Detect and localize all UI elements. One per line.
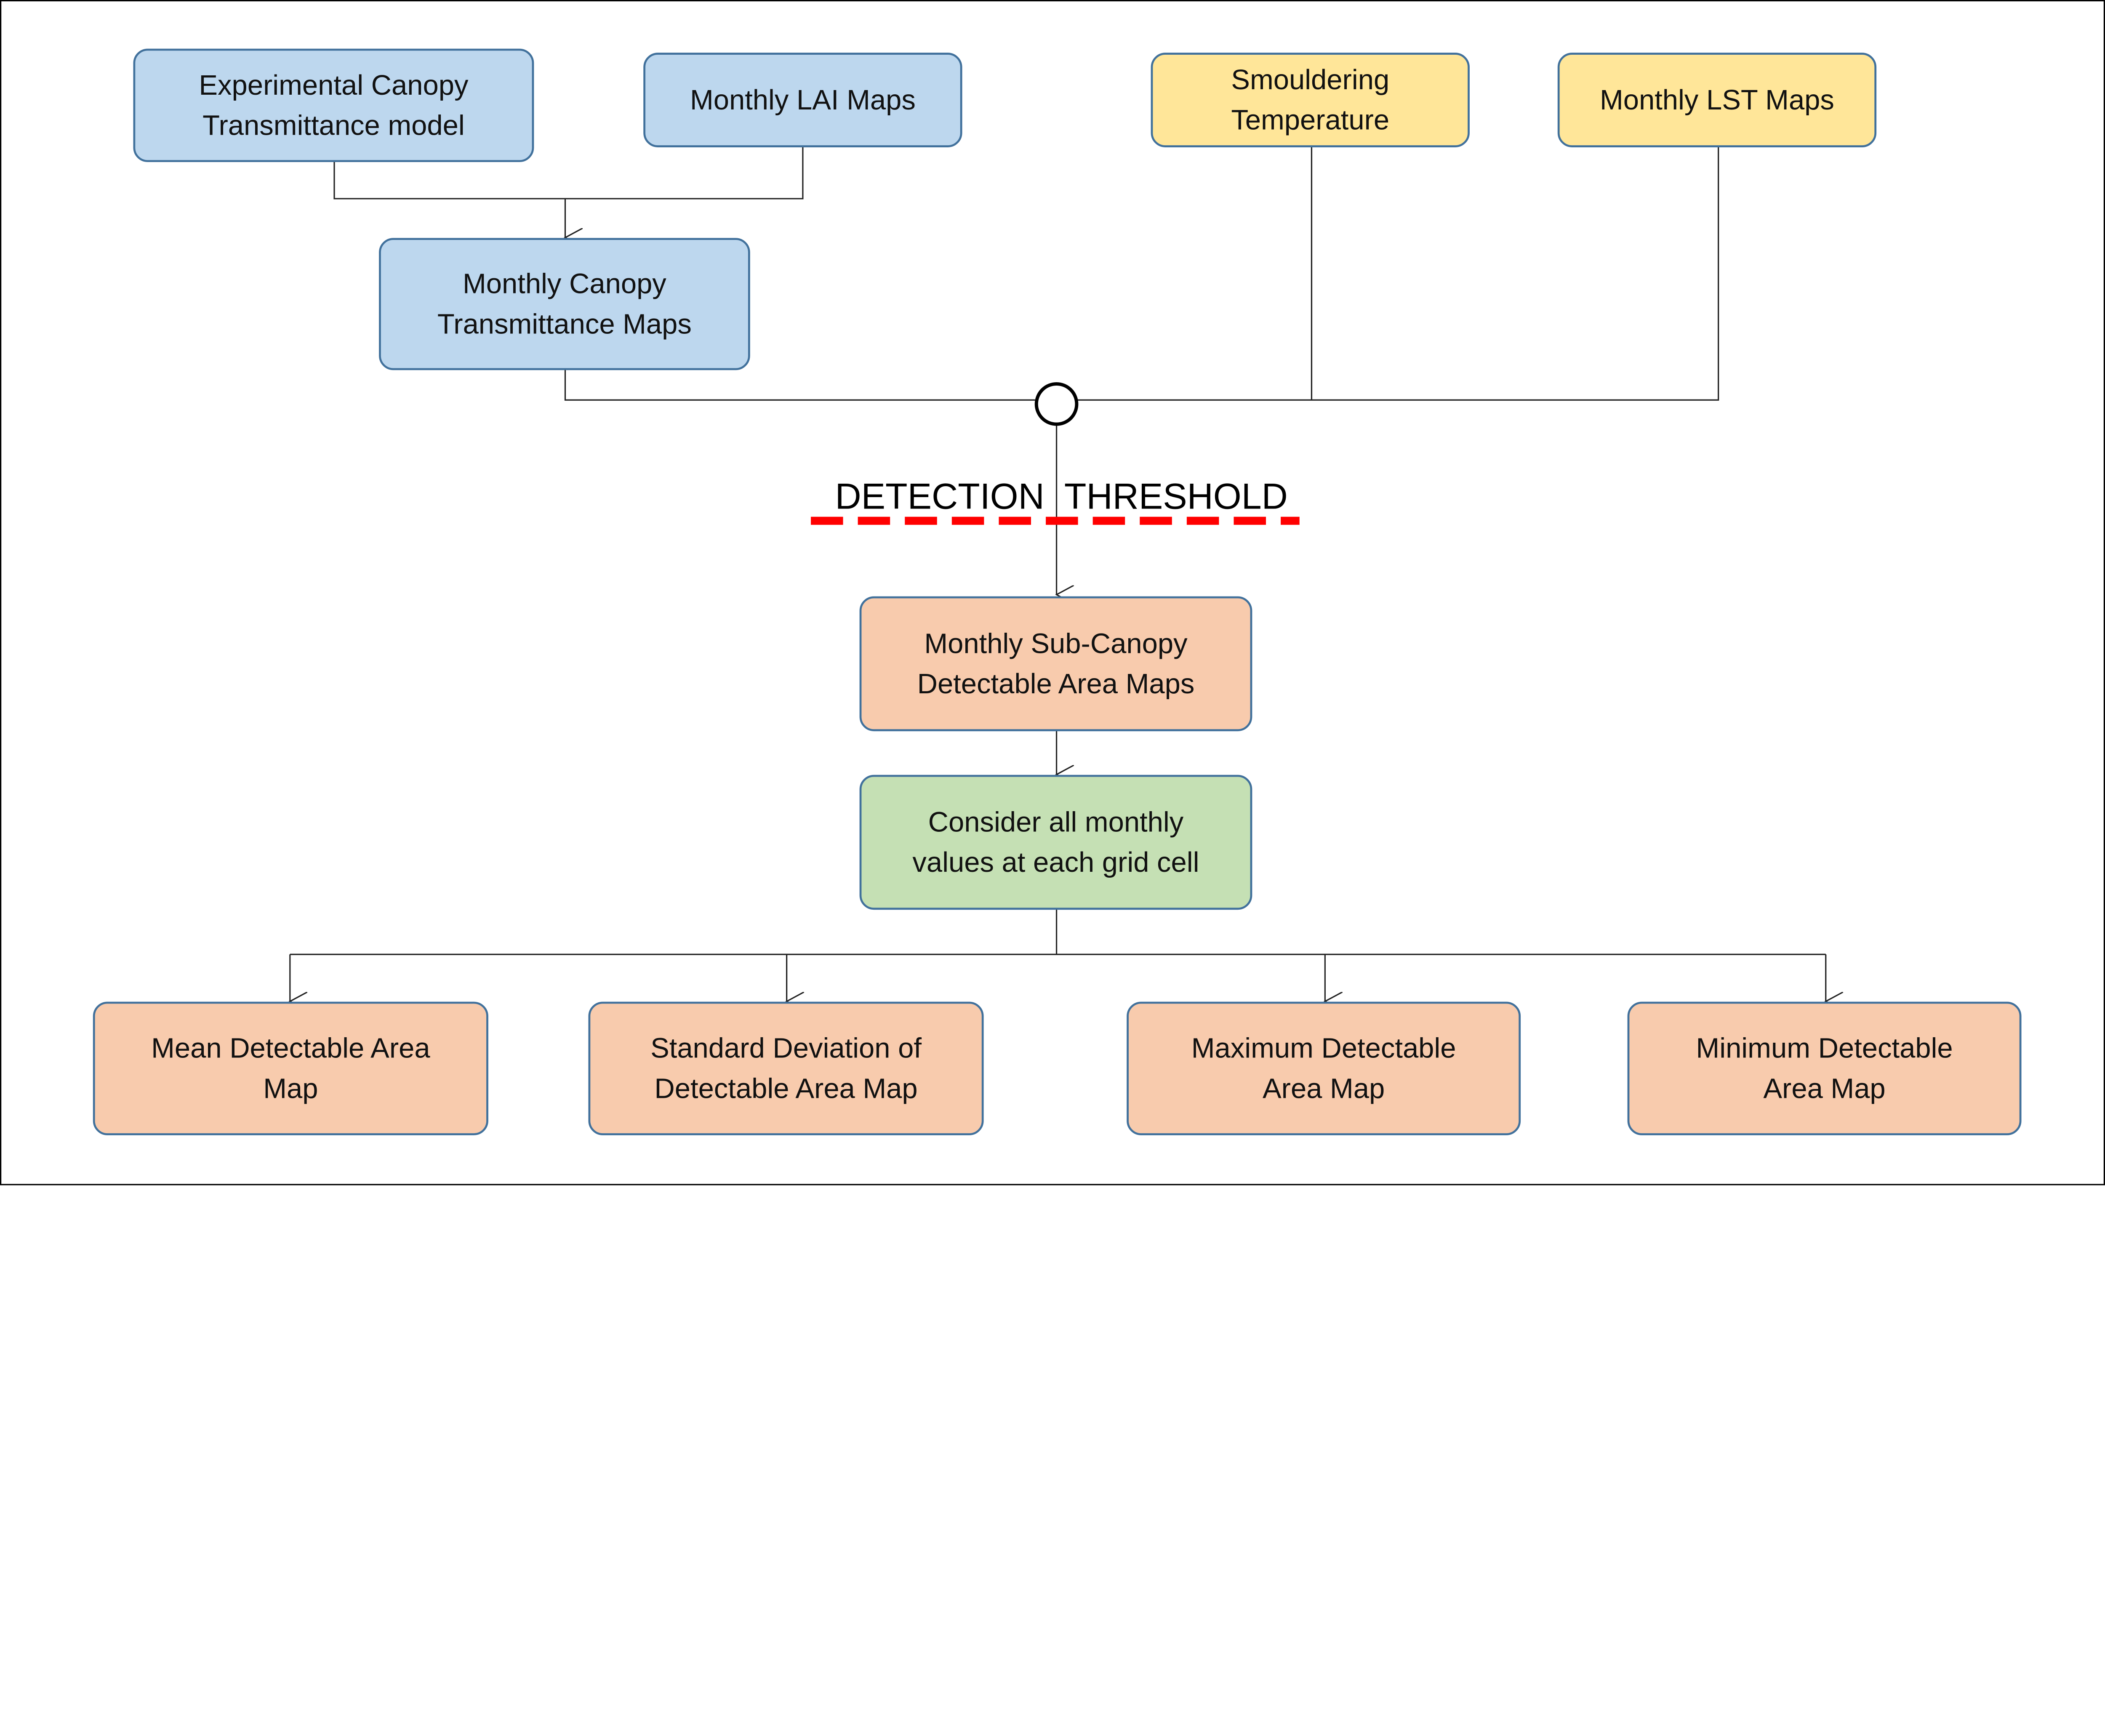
- node-box: [379, 238, 750, 370]
- node-lst: Monthly LST Maps: [1557, 53, 1877, 147]
- node-label: Minimum Detectable: [1696, 1033, 1953, 1064]
- node-label: Temperature: [1231, 104, 1389, 136]
- node-box: [1557, 53, 1877, 147]
- node-box: [859, 596, 1252, 732]
- node-label: Experimental Canopy: [199, 69, 469, 101]
- connector-temps-to-junction: [1076, 146, 1719, 401]
- node-label: Area Map: [1263, 1073, 1385, 1104]
- node-label: Consider all monthly: [928, 806, 1184, 838]
- node-label: Monthly LST Maps: [1600, 84, 1834, 116]
- flowchart-canvas: DETECTION THRESHOLD Experimental CanopyT…: [0, 0, 2105, 1185]
- node-label: Detectable Area Map: [654, 1073, 917, 1104]
- node-consider: Consider all monthly values at each grid …: [859, 775, 1252, 910]
- node-box: [1627, 1001, 2022, 1135]
- threshold-label-right: THRESHOLD: [1064, 477, 1288, 517]
- node-label: Area Map: [1763, 1073, 1885, 1104]
- connector-fanout: [290, 908, 1826, 955]
- node-box: [133, 48, 534, 162]
- node-box: [1127, 1001, 1521, 1135]
- connector-canopy-to-junction: [564, 369, 1035, 401]
- node-label: Transmittance Maps: [437, 308, 692, 340]
- node-label: Monthly Canopy: [463, 268, 666, 300]
- node-label: Maximum Detectable: [1191, 1033, 1456, 1064]
- junction-node: [1034, 382, 1079, 426]
- node-label: Transmittance model: [203, 109, 465, 141]
- node-label: Monthly Sub-Canopy: [924, 628, 1188, 659]
- node-label: Detectable Area Maps: [917, 668, 1195, 700]
- node-box: [859, 775, 1252, 910]
- node-box: [588, 1001, 984, 1135]
- node-box: [93, 1001, 488, 1135]
- connector-inputs-merge: [333, 146, 804, 200]
- node-label: Map: [263, 1073, 318, 1104]
- node-label: values at each grid cell: [912, 847, 1199, 878]
- node-box: [643, 53, 962, 147]
- threshold-label-left: DETECTION: [835, 477, 1044, 517]
- node-box: [1151, 53, 1470, 147]
- connectors: [290, 146, 1826, 1001]
- node-label: Monthly LAI Maps: [690, 84, 916, 116]
- node-label: Smouldering: [1231, 64, 1389, 96]
- node-label: Standard Deviation of: [650, 1033, 922, 1064]
- node-lai: Monthly LAI Maps: [643, 53, 962, 147]
- node-label: Mean Detectable Area: [151, 1033, 430, 1064]
- node-std: Standard Deviation of Detectable Area Map: [588, 1001, 984, 1135]
